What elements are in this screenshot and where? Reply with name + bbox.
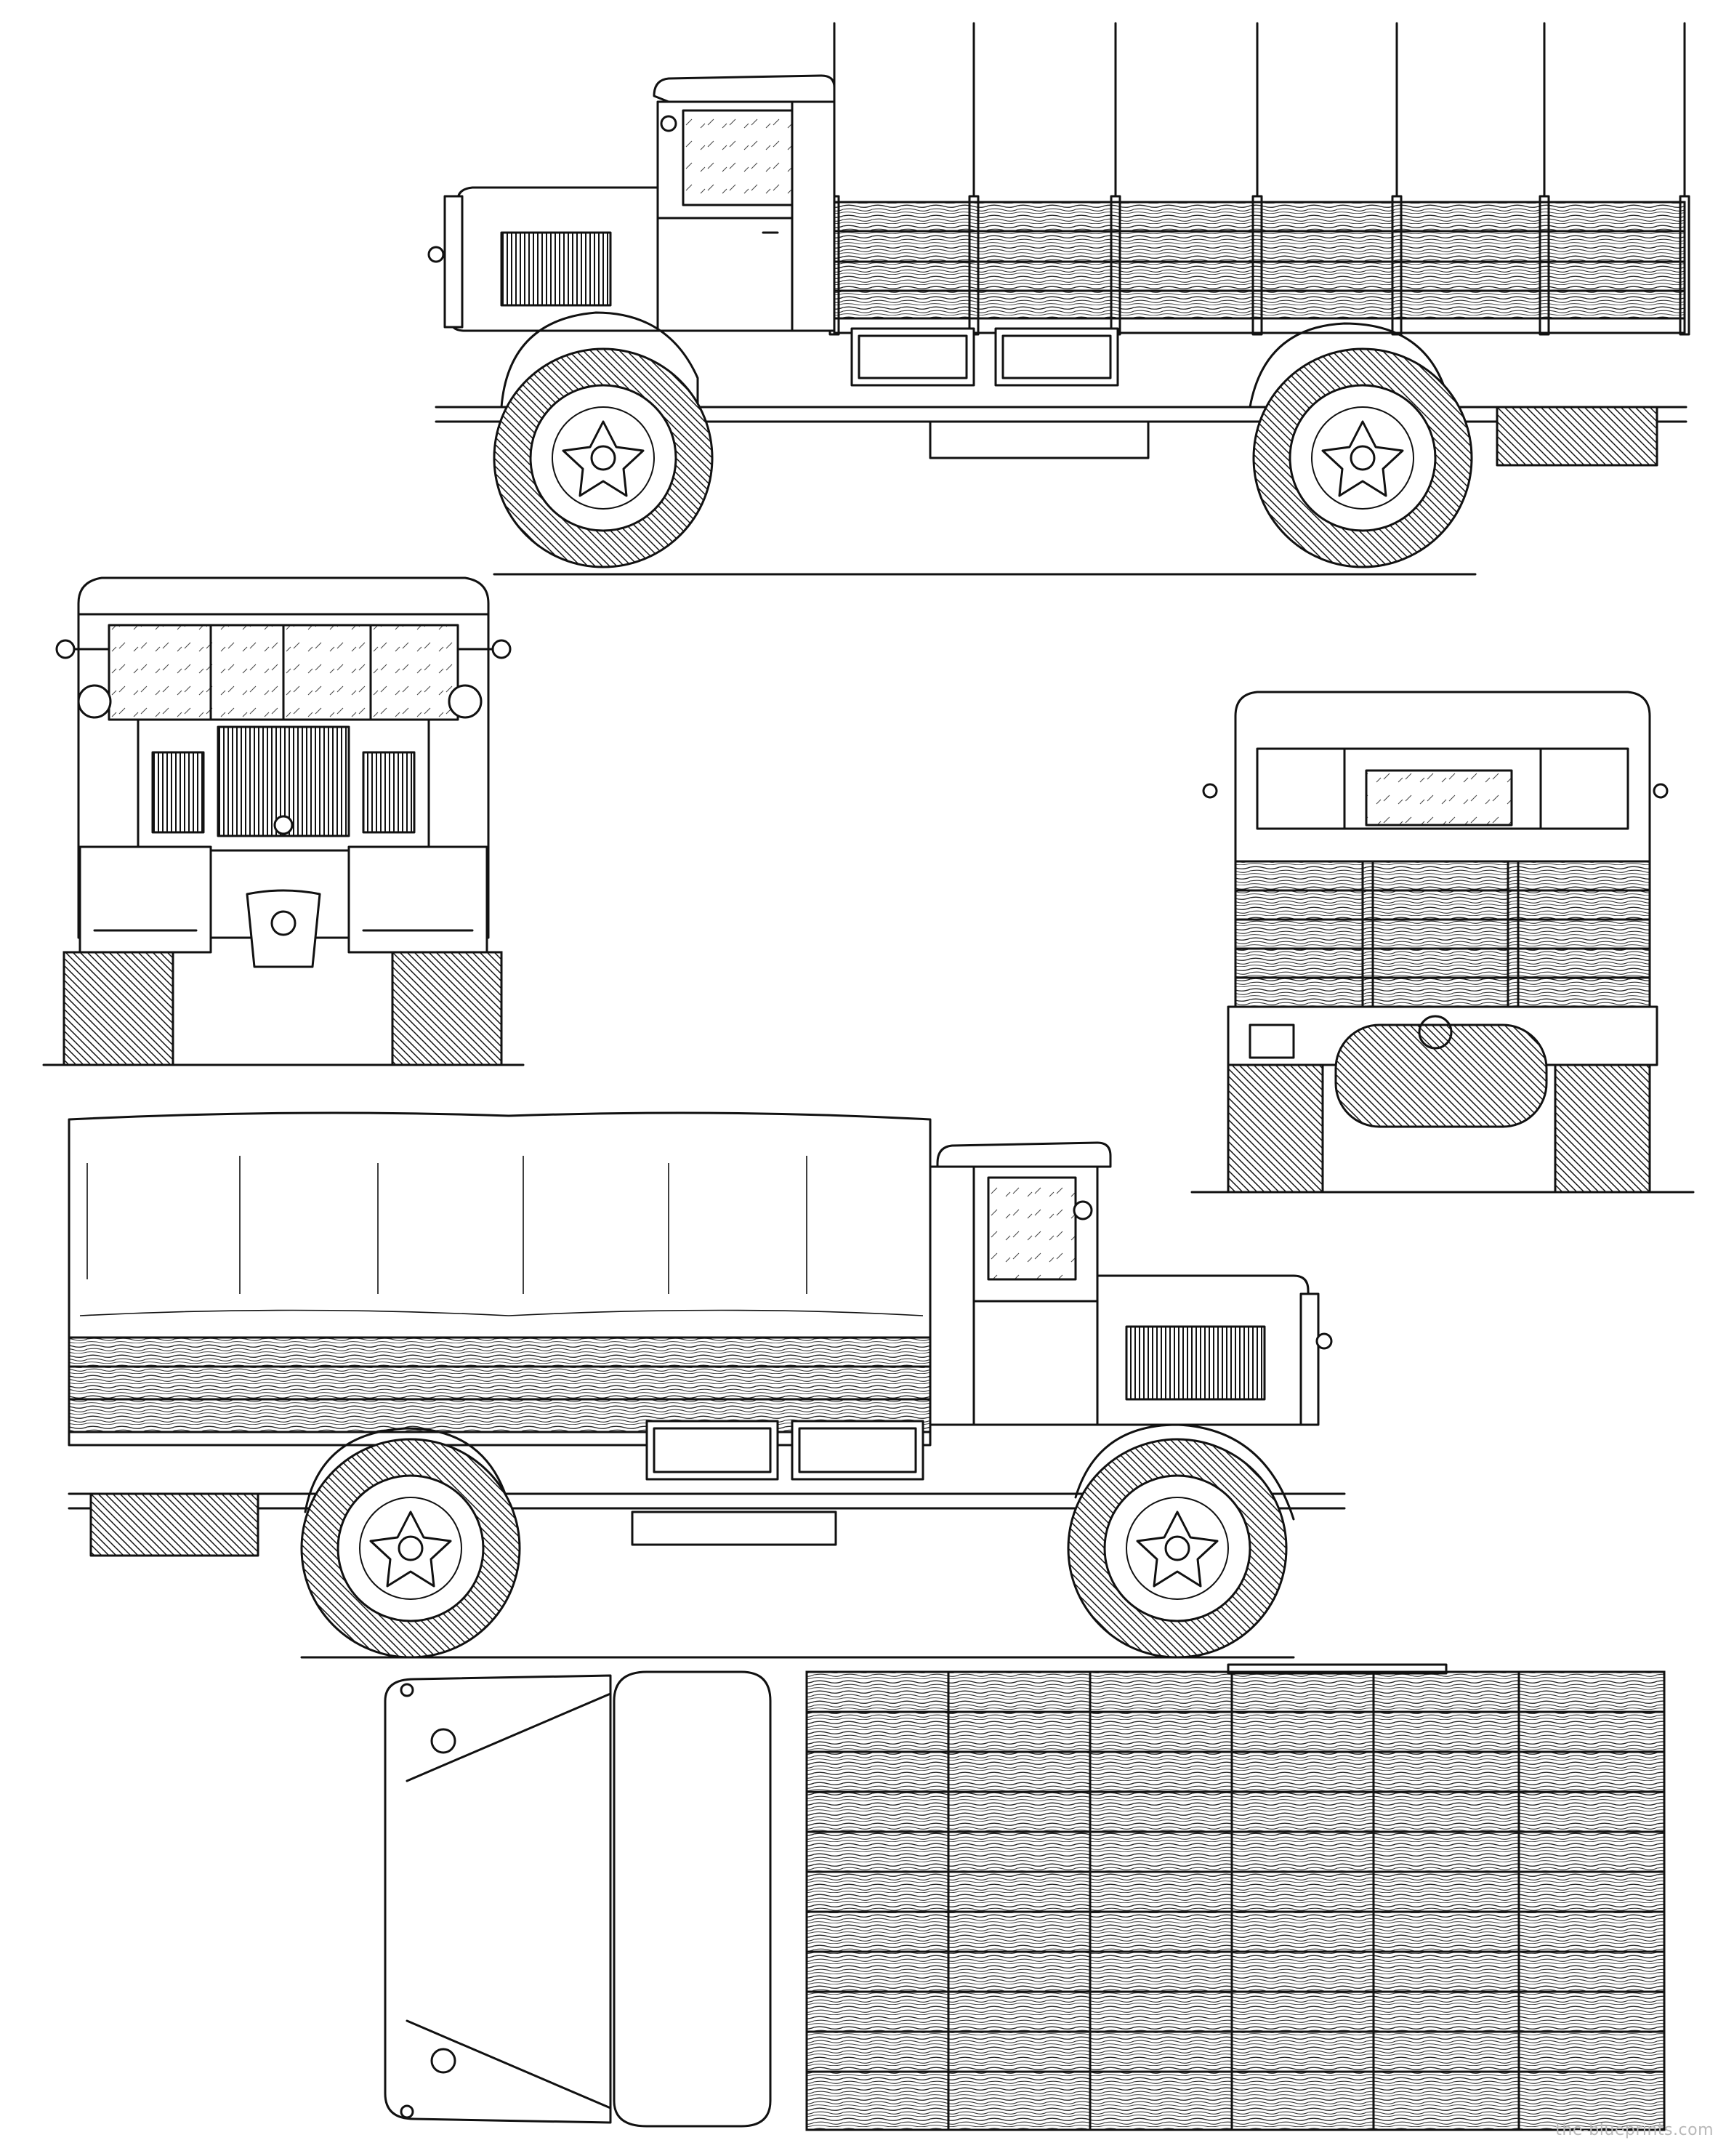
- tarpaulin: [68, 1111, 932, 1339]
- side-mirrors: [55, 639, 512, 719]
- rear-wheel-side: [300, 1438, 521, 1659]
- cab-side: [929, 1141, 1112, 1426]
- fenders-side: [304, 1423, 1295, 1521]
- windshield: [108, 624, 459, 721]
- cargo-bed-side: [68, 1336, 932, 1447]
- cab-roof-top: [384, 1670, 772, 2128]
- radiator-grille: [137, 718, 430, 852]
- front-wheel: [493, 347, 714, 568]
- front-view: [42, 576, 525, 1066]
- cargo-bed-top: [805, 1663, 1666, 2131]
- tool-boxes: [850, 327, 1119, 387]
- cargo-bed: [828, 195, 1690, 336]
- top-view: [384, 1663, 1666, 2131]
- fenders: [500, 311, 1462, 438]
- hood: [427, 186, 659, 332]
- rear-wheel: [1252, 347, 1473, 568]
- side-view-right: [427, 22, 1690, 576]
- tailgate: [1234, 860, 1651, 1008]
- hood-side: [1096, 1274, 1333, 1426]
- side-tool-boxes: [645, 1420, 924, 1481]
- cab: [653, 74, 836, 332]
- cargo-stakes: [833, 22, 1686, 198]
- front-bumper: [78, 845, 488, 968]
- rear-spare-wheel: [1227, 1005, 1658, 1128]
- front-wheel-side: [1067, 1438, 1288, 1659]
- watermark: the-blueprints.com: [1555, 2121, 1714, 2139]
- side-view-left-with-tarp: [68, 1111, 1346, 1659]
- rear-view: [1190, 691, 1695, 1194]
- rear-window: [1256, 747, 1629, 830]
- front-view-tires: [62, 951, 503, 1066]
